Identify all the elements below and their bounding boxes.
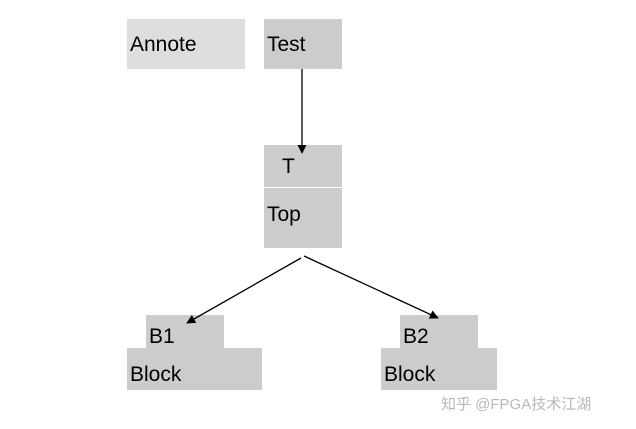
edge-top-to-b1 xyxy=(186,257,302,324)
annote-box: Annote xyxy=(127,19,245,69)
b2-label: B2 xyxy=(403,324,429,348)
top-label: Top xyxy=(267,203,301,226)
test-node: Test xyxy=(264,19,342,69)
t-label: T xyxy=(282,154,295,178)
b2-block-label: Block xyxy=(384,362,436,386)
test-label: Test xyxy=(267,32,306,56)
t-node-label-box: T xyxy=(264,145,342,187)
edge-top-to-b2 xyxy=(303,255,439,319)
b1-label-overlay: B1 xyxy=(149,324,175,348)
watermark: 知乎 @FPGA技术江湖 xyxy=(441,396,592,413)
b1-label-box-overlay: B1 xyxy=(146,315,224,357)
annote-label: Annote xyxy=(130,32,197,56)
b2-label-box: B2 xyxy=(400,315,478,357)
b1-block-label: Block xyxy=(130,362,182,386)
top-node: Top xyxy=(264,188,342,248)
